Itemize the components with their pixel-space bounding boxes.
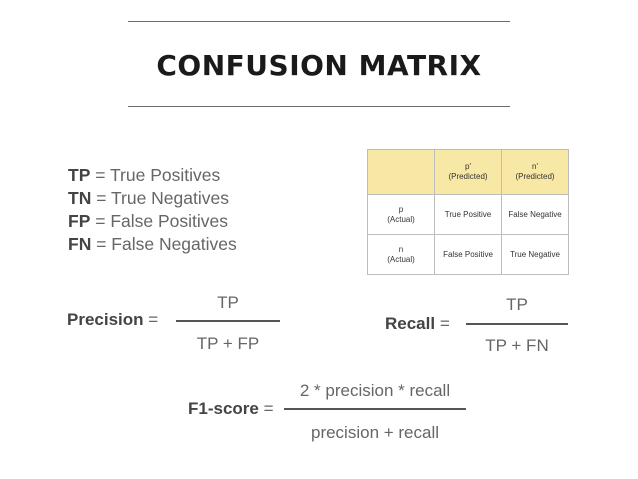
legend-text: = True Positives — [95, 165, 221, 185]
legend-abbr: TN — [68, 188, 92, 208]
formula-numerator: TP — [506, 295, 528, 314]
legend-item-fn: FN = False Negatives — [68, 233, 237, 256]
header-label: n — [398, 244, 404, 254]
header-sub: (Predicted) — [448, 172, 488, 181]
bottom-rule — [128, 106, 510, 107]
legend-item-fp: FP = False Positives — [68, 210, 237, 233]
formula-denominator: TP + FP — [196, 334, 260, 353]
formula-label: Recall = — [385, 314, 450, 333]
header-label: n' — [532, 162, 538, 171]
matrix-cell: True Positive — [434, 194, 502, 235]
legend-item-tn: TN = True Negatives — [68, 187, 237, 210]
matrix-row-header: n(Actual) — [367, 234, 435, 275]
fraction-bar — [284, 408, 466, 410]
formula-label: Precision = — [67, 310, 159, 329]
formula-numerator: 2 * precision * recall — [299, 381, 451, 400]
matrix-row-header: p(Actual) — [367, 194, 435, 235]
legend-text: = False Negatives — [96, 234, 237, 254]
legend-text: = True Negatives — [96, 188, 229, 208]
matrix-cell: False Positive — [434, 234, 502, 275]
fraction-bar — [466, 323, 568, 325]
abbreviation-legend: TP = True Positives TN = True Negatives … — [68, 164, 237, 256]
legend-item-tp: TP = True Positives — [68, 164, 237, 187]
matrix-cell: False Negative — [501, 194, 569, 235]
header-sub: (Actual) — [387, 254, 415, 264]
formula-label: F1-score = — [188, 399, 274, 418]
fraction-bar — [176, 320, 280, 322]
header-label: p — [398, 204, 404, 214]
formula-denominator: precision + recall — [310, 423, 440, 442]
formula-numerator: TP — [217, 293, 239, 312]
formula-denominator: TP + FN — [485, 336, 549, 355]
header-sub: (Predicted) — [515, 172, 555, 181]
header-sub: (Actual) — [387, 214, 415, 224]
matrix-cell: True Negative — [501, 234, 569, 275]
top-rule — [128, 21, 510, 22]
header-label: p' — [465, 162, 471, 171]
legend-abbr: FP — [68, 211, 91, 231]
legend-abbr: FN — [68, 234, 92, 254]
legend-abbr: TP — [68, 165, 91, 185]
page-title: CONFUSION MATRIX — [156, 49, 482, 82]
matrix-col-header: n'(Predicted) — [501, 149, 569, 195]
confusion-matrix-table: p'(Predicted) n'(Predicted) p(Actual) Tr… — [367, 149, 569, 275]
matrix-corner-cell — [367, 149, 435, 195]
matrix-col-header: p'(Predicted) — [434, 149, 502, 195]
legend-text: = False Positives — [95, 211, 229, 231]
